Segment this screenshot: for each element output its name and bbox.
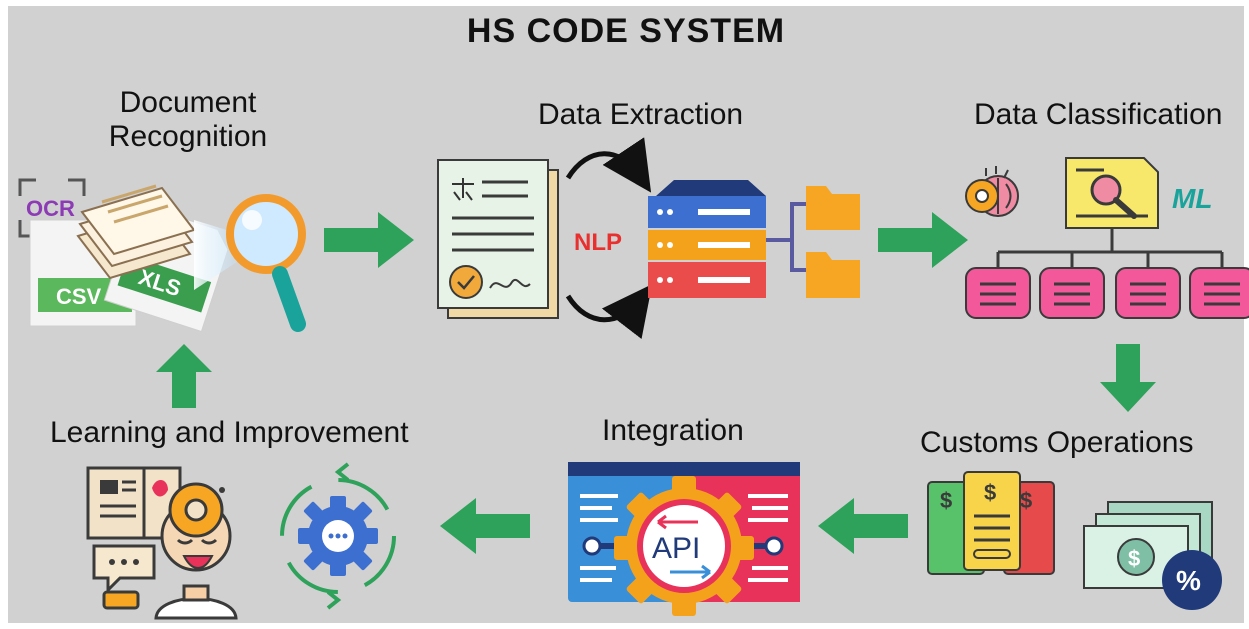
ocr-label: OCR xyxy=(26,196,75,221)
flow-arrow-classification-to-customs xyxy=(1100,344,1156,412)
ai-head-icon xyxy=(154,482,238,620)
label-integration: Integration xyxy=(602,414,744,447)
api-label: API xyxy=(652,532,700,565)
nlp-label: NLP xyxy=(574,229,622,256)
classification-tree xyxy=(996,228,1224,268)
label-customs-operations: Customs Operations xyxy=(920,426,1194,459)
label-data-extraction: Data Extraction xyxy=(538,98,744,131)
cycle-gear-icon xyxy=(280,462,396,610)
diagram-canvas: HS CODE SYSTEM Document Recognition Data… xyxy=(8,6,1249,623)
ai-brain-icon xyxy=(965,166,1019,217)
diagram-title: HS CODE SYSTEM xyxy=(466,12,786,50)
search-document-icon xyxy=(1065,157,1159,229)
database-server-icon xyxy=(648,180,766,298)
percent-label: % xyxy=(1176,565,1201,596)
chat-bubble-icon xyxy=(92,544,156,610)
dollar-sign: $ xyxy=(1020,488,1032,513)
label-document-recognition: Document Recognition xyxy=(108,86,268,153)
ocr-scan-icon: OCR xyxy=(18,178,86,238)
record-lines xyxy=(980,282,1240,306)
flow-arrow-learning-to-recognition xyxy=(156,344,212,408)
label-data-classification: Data Classification xyxy=(974,98,1223,131)
csv-label: CSV xyxy=(56,284,102,309)
dollar-sign: $ xyxy=(1128,546,1140,571)
dollar-sign: $ xyxy=(940,488,952,513)
legal-document-icon xyxy=(437,159,559,319)
label-learning-improvement: Learning and Improvement xyxy=(50,416,409,449)
invoice-icon: $ $ $ xyxy=(927,471,1055,575)
folder-tree xyxy=(766,202,806,272)
api-gear-icon: API xyxy=(568,462,800,616)
folder-icon xyxy=(806,186,860,298)
diagram-graphics: OCR CSV XLS xyxy=(18,137,1249,620)
magnifier-icon xyxy=(226,194,306,332)
flow-arrow-recognition-to-extraction xyxy=(324,212,414,268)
cash-percent-icon: $ % xyxy=(1083,501,1222,610)
dollar-sign: $ xyxy=(984,480,996,505)
flow-arrow-extraction-to-classification xyxy=(878,212,968,268)
ml-label: ML xyxy=(1172,183,1212,214)
flow-arrow-integration-to-learning xyxy=(440,498,530,554)
document-stack-icon xyxy=(76,184,196,280)
nlp-arrows: NLP xyxy=(565,137,653,340)
flow-arrow-customs-to-integration xyxy=(818,498,908,554)
